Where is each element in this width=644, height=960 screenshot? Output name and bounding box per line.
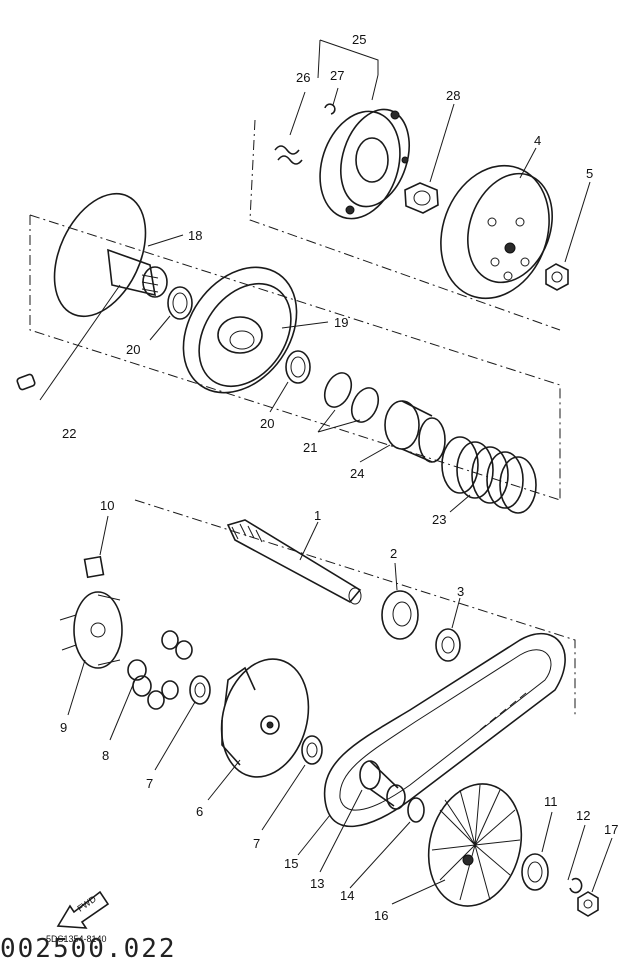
washers-part-7 [189, 675, 323, 765]
label-part-3: 3 [457, 584, 464, 599]
label-part-7-right: 7 [253, 836, 260, 851]
label-part-2: 2 [390, 546, 397, 561]
label-part-20-lower: 20 [260, 416, 274, 431]
fwd-arrow: FWD [56, 890, 110, 929]
washer-part-3 [435, 628, 461, 662]
nut-part-5 [545, 263, 569, 291]
collar-part-13 [359, 760, 406, 810]
catalog-code: 5DS1354-8140 [46, 934, 107, 944]
pin-part-22 [16, 373, 36, 391]
circlip-part-12 [569, 877, 583, 894]
label-part-23: 23 [432, 512, 446, 527]
label-part-12: 12 [576, 808, 590, 823]
label-part-6: 6 [196, 804, 203, 819]
label-part-24: 24 [350, 466, 364, 481]
label-part-21: 21 [303, 440, 317, 455]
label-part-26: 26 [296, 70, 310, 85]
collar-part-24 [384, 400, 446, 463]
label-part-14: 14 [340, 888, 354, 903]
label-part-22: 22 [62, 426, 76, 441]
primary-sheave-part-6 [220, 658, 310, 778]
primary-fan-part-16 [427, 783, 523, 907]
oil-seals-part-20 [167, 286, 311, 384]
part-number-labels: 25 26 27 28 4 5 18 19 20 20 22 21 24 23 … [60, 32, 618, 923]
clutch-housing-part-4 [440, 164, 553, 300]
compression-spring-part-23 [441, 436, 537, 514]
label-part-25: 25 [352, 32, 366, 47]
v-belt-part-15 [323, 632, 566, 828]
label-part-8: 8 [102, 748, 109, 763]
o-rings-part-21 [323, 372, 380, 423]
label-part-13: 13 [310, 876, 324, 891]
label-part-7-left: 7 [146, 776, 153, 791]
drive-shaft-part-1 [226, 519, 362, 605]
image-stamp: 002500.022 [0, 934, 177, 960]
bearing-part-2 [381, 590, 419, 640]
secondary-sheave-part-18 [53, 192, 168, 318]
label-part-18: 18 [188, 228, 202, 243]
washer-part-14 [407, 797, 425, 823]
label-part-20-upper: 20 [126, 342, 140, 357]
sliding-sheave-part-19 [182, 266, 298, 394]
label-part-15: 15 [284, 856, 298, 871]
assembly-boundary-lines [29, 119, 576, 715]
cam-plate-part-9 [59, 591, 123, 669]
label-part-11: 11 [544, 794, 558, 809]
label-part-9: 9 [60, 720, 67, 735]
label-part-1: 1 [314, 508, 321, 523]
washer-part-11 [521, 853, 549, 891]
label-part-16: 16 [374, 908, 388, 923]
label-part-27: 27 [330, 68, 344, 83]
weights-part-8 [127, 630, 193, 710]
label-part-4: 4 [534, 133, 541, 148]
label-part-5: 5 [586, 166, 593, 181]
label-part-17: 17 [604, 822, 618, 837]
nut-part-28 [404, 182, 439, 214]
clutch-carrier-assembly [274, 103, 410, 220]
label-part-28: 28 [446, 88, 460, 103]
slider-part-10 [83, 555, 105, 579]
label-part-10: 10 [100, 498, 114, 513]
nut-part-17 [577, 891, 599, 917]
label-part-19: 19 [334, 315, 348, 330]
leader-lines [39, 39, 613, 905]
